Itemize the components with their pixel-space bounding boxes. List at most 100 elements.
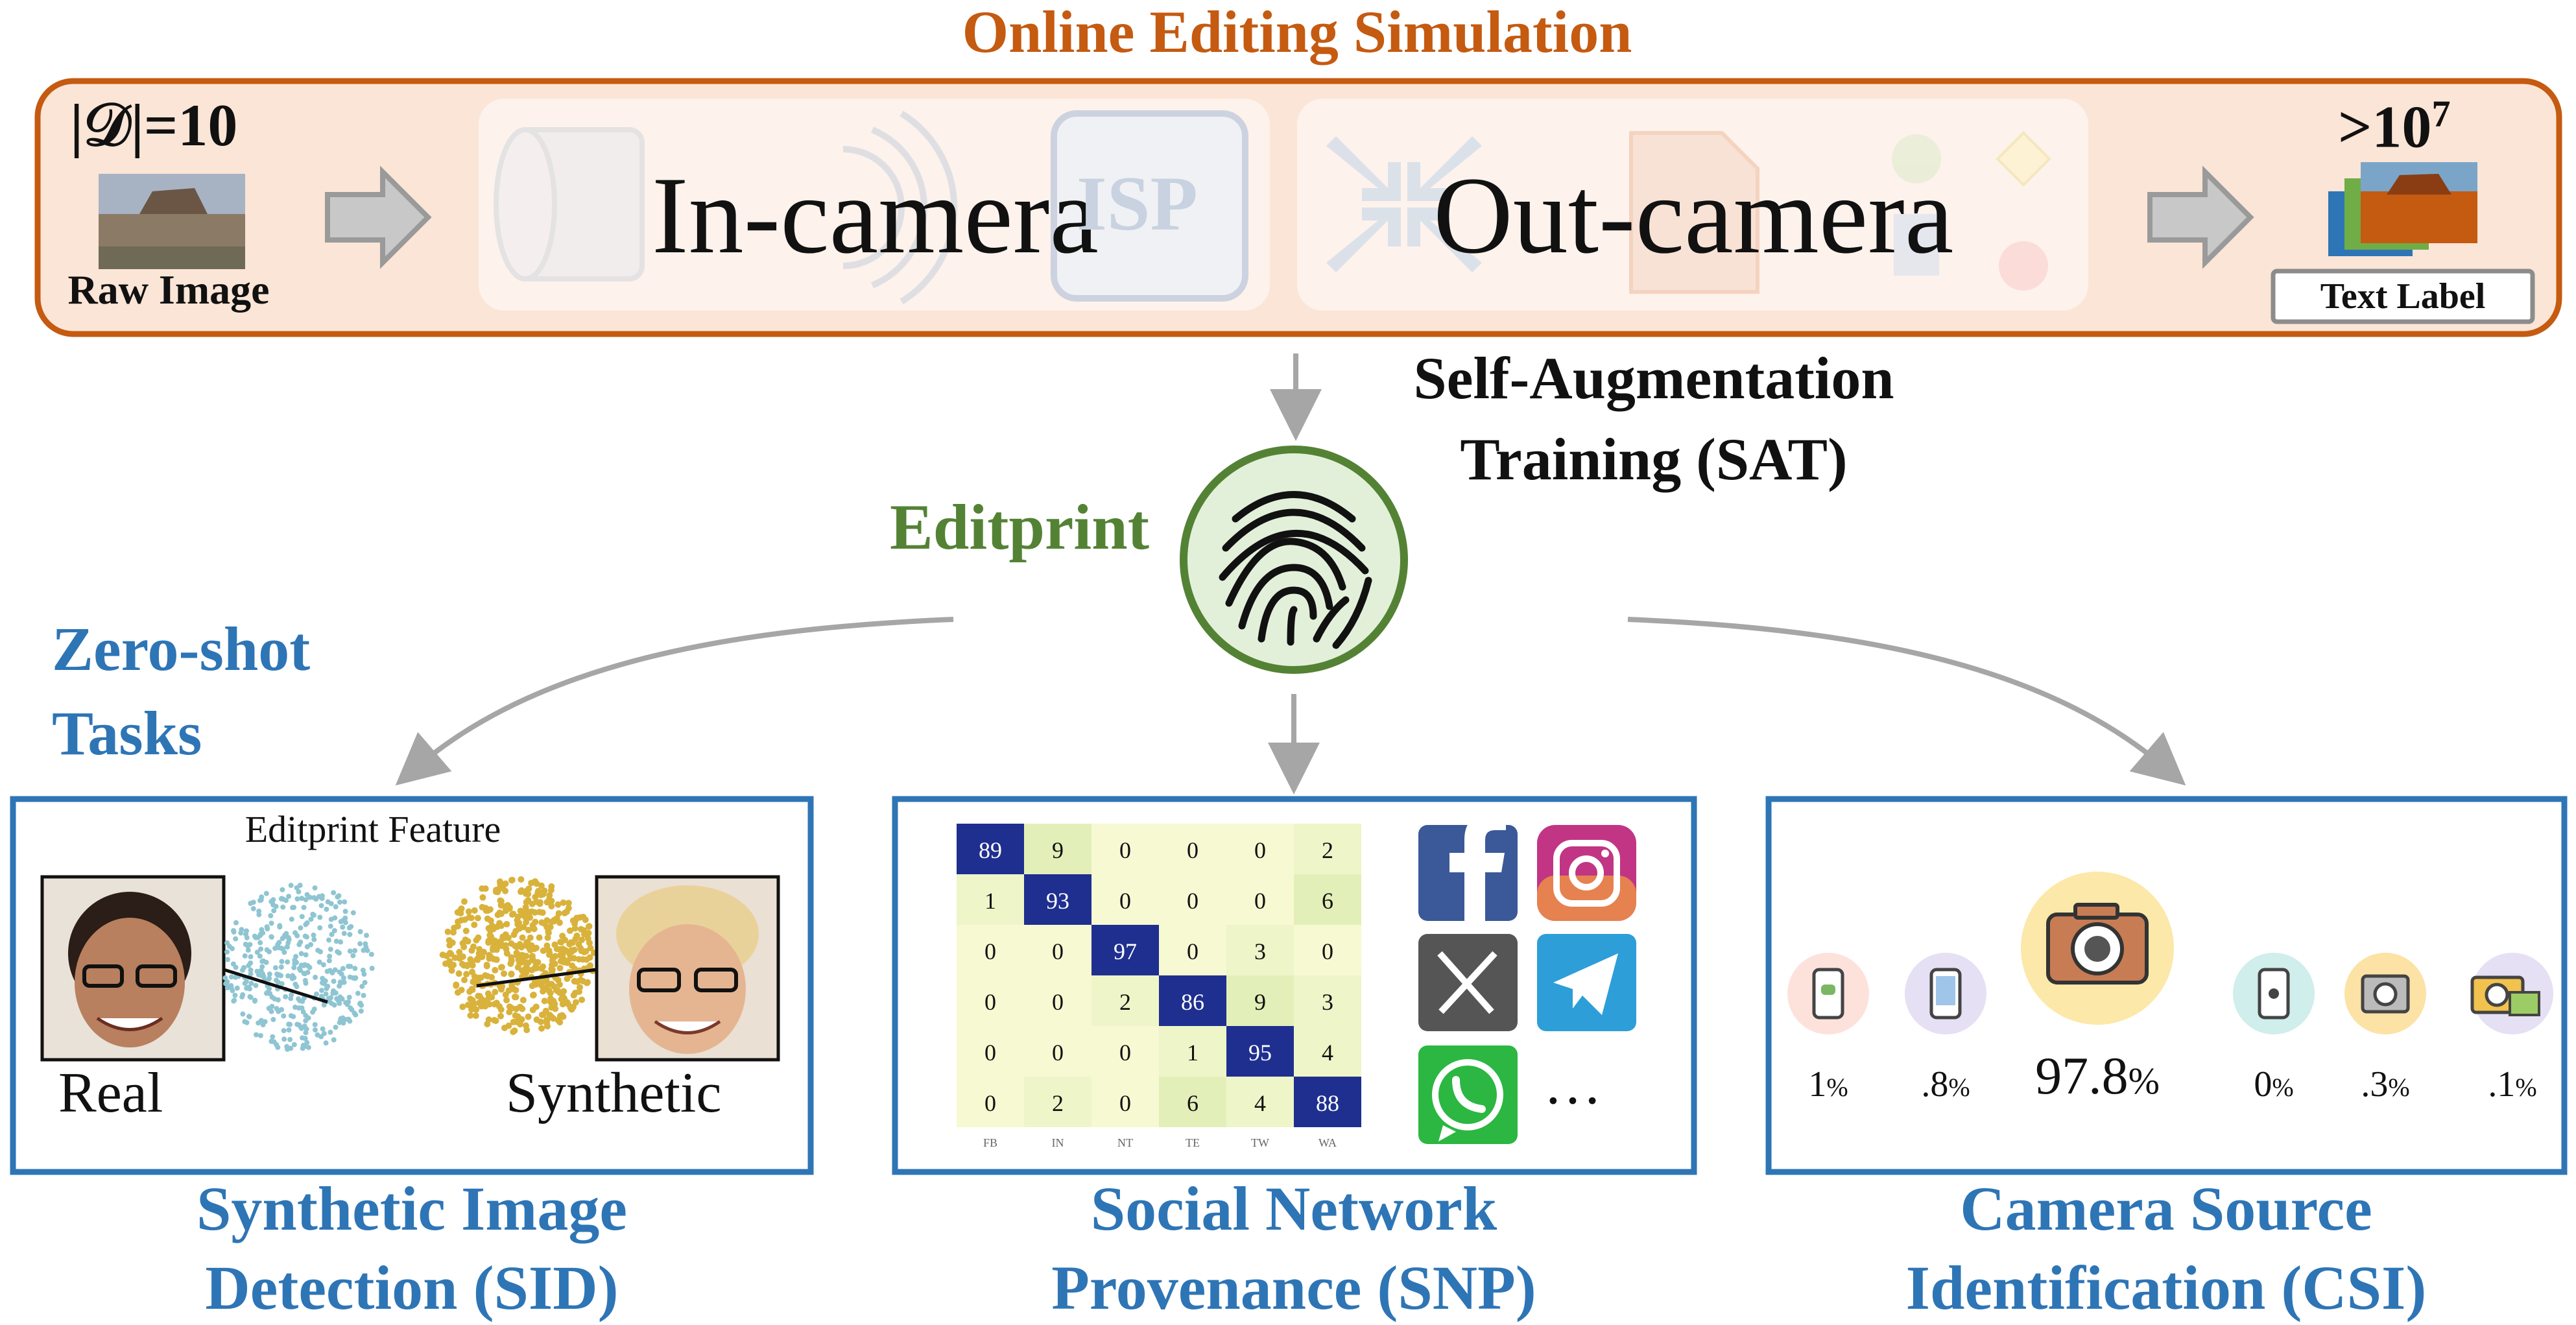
feature-point	[298, 939, 304, 945]
feature-point	[320, 1026, 326, 1032]
matrix-cell	[1159, 824, 1226, 874]
feature-point	[244, 985, 250, 991]
feature-point	[506, 905, 513, 912]
feature-point	[299, 914, 305, 920]
feature-point	[260, 1022, 266, 1028]
feature-point	[268, 934, 274, 940]
feature-point	[328, 946, 333, 952]
matrix-cell	[1024, 925, 1091, 975]
feature-point	[329, 1001, 335, 1007]
feature-point	[555, 1017, 562, 1024]
isp-label: ISP	[1077, 160, 1198, 246]
feature-point	[519, 997, 527, 1004]
feature-point	[364, 933, 370, 938]
feature-point	[245, 947, 251, 953]
feature-point	[312, 1027, 318, 1033]
feature-point	[331, 890, 337, 896]
matrix-value: 9	[1052, 837, 1064, 863]
isp-chip-icon	[1051, 110, 1248, 302]
feature-point	[510, 931, 518, 938]
feature-point	[342, 909, 348, 914]
feature-point	[300, 1035, 305, 1041]
matrix-cell	[1294, 824, 1361, 874]
feature-point	[358, 1008, 364, 1014]
output-count-exponent: 7	[2431, 93, 2451, 135]
feature-point	[245, 943, 251, 949]
feature-point	[244, 1020, 250, 1025]
csi-value: 1	[1808, 1064, 1827, 1104]
matrix-cell	[1226, 925, 1294, 975]
more-networks-ellipsis: …	[1544, 1052, 1602, 1116]
feature-point	[302, 971, 308, 977]
feature-point	[224, 979, 230, 985]
feature-point	[252, 997, 258, 1003]
feature-point	[348, 924, 354, 929]
feature-point	[281, 949, 287, 955]
feature-point	[486, 932, 494, 939]
editprint-label: Editprint	[890, 491, 1150, 563]
feature-point	[462, 927, 470, 935]
snp-caption-line2: Provenance (SNP)	[1051, 1253, 1536, 1322]
feature-point	[259, 927, 265, 933]
csi-unit: %	[1826, 1073, 1848, 1102]
feature-point	[584, 935, 591, 942]
feature-point	[508, 954, 515, 961]
feature-point	[493, 956, 500, 963]
feature-point	[250, 906, 256, 912]
feature-point	[258, 1018, 264, 1023]
feature-point	[222, 975, 228, 981]
feature-point	[547, 887, 555, 894]
feature-point	[257, 898, 263, 903]
feature-point	[299, 896, 305, 901]
feature-point	[339, 971, 344, 977]
matrix-value: 9	[1254, 989, 1266, 1015]
feature-point	[265, 990, 270, 996]
feature-point	[298, 925, 304, 931]
matrix-cell	[1159, 925, 1226, 975]
matrix-cell	[1091, 1077, 1159, 1127]
feature-point	[532, 981, 540, 988]
feature-point	[346, 964, 352, 970]
feature-point	[296, 889, 302, 895]
feature-point	[357, 1000, 363, 1006]
matrix-cell	[1091, 824, 1159, 874]
feature-point	[461, 977, 468, 984]
feature-point	[464, 962, 471, 970]
matrix-value: 0	[1119, 1090, 1131, 1116]
feature-point	[324, 986, 329, 992]
csi-value-camera: 97.8%	[2000, 1045, 2195, 1106]
matrix-column-label: TE	[1186, 1136, 1200, 1149]
feature-point	[557, 957, 564, 964]
matrix-cell	[1294, 975, 1361, 1026]
feature-point	[469, 968, 476, 975]
feature-point	[335, 894, 340, 900]
feature-point	[261, 973, 267, 979]
feature-point	[522, 903, 529, 911]
feature-point	[369, 966, 375, 972]
feature-point	[266, 1005, 272, 1011]
feature-point	[225, 957, 231, 962]
csi-value-compact-camera: .3%	[2320, 1064, 2450, 1105]
feature-point	[290, 973, 296, 979]
feature-point	[302, 1044, 308, 1049]
feature-point	[274, 1006, 280, 1012]
feature-point	[281, 1013, 287, 1019]
feature-point	[234, 985, 240, 991]
feature-point	[238, 930, 244, 936]
feature-point	[576, 984, 583, 991]
feature-point	[518, 876, 525, 883]
sat-label-line2: Training (SAT)	[1460, 426, 1848, 492]
feature-point	[497, 1012, 505, 1020]
matrix-cell	[1024, 874, 1091, 925]
feature-point	[554, 987, 561, 994]
signal-wave-icon	[842, 110, 958, 305]
matrix-value: 3	[1322, 989, 1333, 1015]
feature-point	[346, 994, 352, 1000]
feature-point	[484, 915, 491, 922]
feature-point	[268, 1038, 274, 1044]
instagram-icon	[1537, 825, 1636, 921]
feature-point	[280, 887, 285, 892]
feature-point	[459, 1003, 466, 1010]
feature-point	[512, 1012, 519, 1019]
feature-point	[541, 997, 548, 1005]
